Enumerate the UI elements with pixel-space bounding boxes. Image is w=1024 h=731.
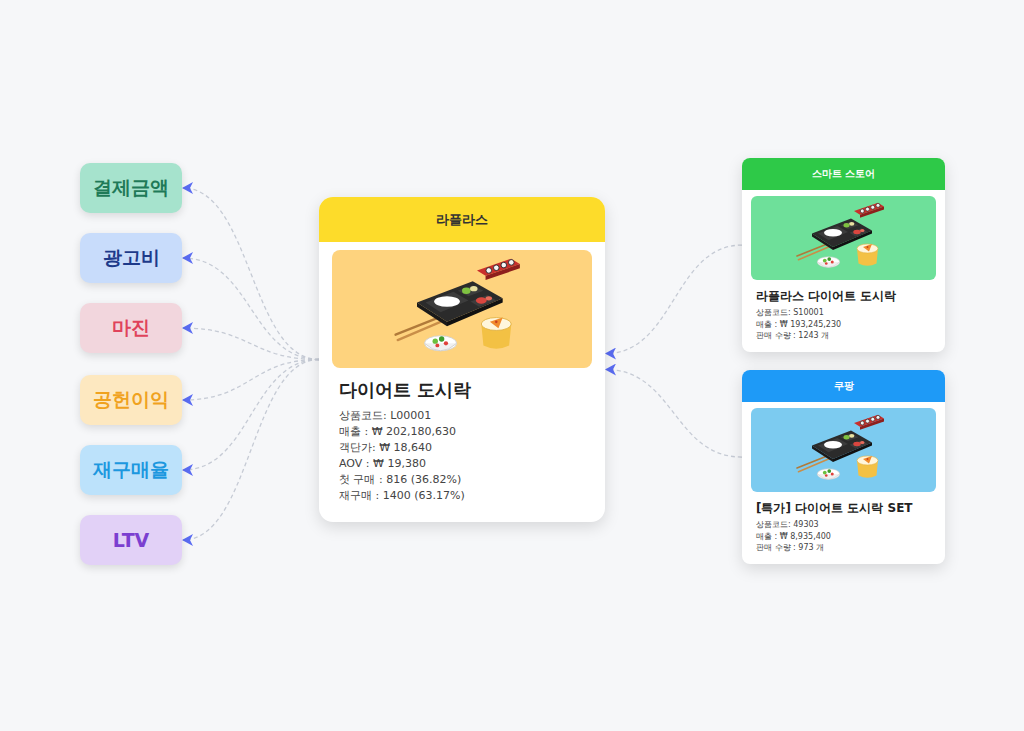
image-panel <box>751 408 936 492</box>
product-stat: 객단가: ₩ 18,640 <box>339 440 585 456</box>
flow-connector <box>606 245 742 353</box>
lunchbox-illustration <box>751 196 936 280</box>
metric-box: LTV <box>80 515 182 565</box>
metric-label: 재구매율 <box>93 457 169 483</box>
image-panel <box>751 196 936 280</box>
metric-label: 마진 <box>112 315 150 341</box>
lunchbox-illustration <box>751 408 936 492</box>
image-panel <box>332 250 592 368</box>
product-stat: 재구매 : 1400 (63.17%) <box>339 488 585 504</box>
product-stat: 첫 구매 : 816 (36.82%) <box>339 472 585 488</box>
product-stat: 판매 수량 : 1243 개 <box>756 330 931 342</box>
product-title: 라플라스 다이어트 도시락 <box>756 288 931 304</box>
card-header: 라플라스 <box>319 197 605 242</box>
flow-connector <box>183 258 319 360</box>
flow-connector <box>183 360 319 471</box>
product-stat: AOV : ₩ 19,380 <box>339 456 585 472</box>
product-stat: 판매 수량 : 973 개 <box>756 542 931 554</box>
flow-connector <box>183 328 319 360</box>
channel-name: 쿠팡 <box>834 379 854 393</box>
metric-label: 결제금액 <box>93 175 169 201</box>
product-card: 라플라스 다이어트 도시락상품코드: L00001매출 : ₩ 202,180,… <box>319 197 605 522</box>
product-card: 스마트 스토어 라플라스 다이어트 도시락상품코드: S10001매출 : ₩ … <box>742 158 945 352</box>
card-header: 쿠팡 <box>742 370 945 402</box>
product-title: 다이어트 도시락 <box>339 378 585 402</box>
product-card: 쿠팡 [특가] 다이어트 도시락 SET 상품코드: 49303매출 : ₩ 8,… <box>742 370 945 564</box>
metric-box: 광고비 <box>80 233 182 283</box>
card-body: 다이어트 도시락상품코드: L00001매출 : ₩ 202,180,630객단… <box>319 368 605 522</box>
flow-connector <box>183 360 319 541</box>
metric-box: 마진 <box>80 303 182 353</box>
product-title: [특가] 다이어트 도시락 SET <box>756 500 931 516</box>
metric-box: 공헌이익 <box>80 375 182 425</box>
flow-connector <box>606 370 742 458</box>
channel-name: 스마트 스토어 <box>812 167 875 181</box>
metric-label: 공헌이익 <box>93 387 169 413</box>
product-stat: 상품코드: S10001 <box>756 307 931 319</box>
card-header: 스마트 스토어 <box>742 158 945 190</box>
product-stat: 상품코드: L00001 <box>339 408 585 424</box>
metric-label: 광고비 <box>103 245 160 271</box>
flow-connector <box>183 188 319 360</box>
lunchbox-illustration <box>332 250 592 368</box>
metric-label: LTV <box>113 529 150 551</box>
product-stat: 매출 : ₩ 193,245,230 <box>756 319 931 331</box>
card-body: [특가] 다이어트 도시락 SET 상품코드: 49303매출 : ₩ 8,935… <box>742 492 945 564</box>
metric-box: 재구매율 <box>80 445 182 495</box>
channel-name: 라플라스 <box>436 211 488 229</box>
product-stat: 매출 : ₩ 8,935,400 <box>756 531 931 543</box>
product-stat: 상품코드: 49303 <box>756 519 931 531</box>
metric-box: 결제금액 <box>80 163 182 213</box>
product-stat: 매출 : ₩ 202,180,630 <box>339 424 585 440</box>
card-body: 라플라스 다이어트 도시락상품코드: S10001매출 : ₩ 193,245,… <box>742 280 945 352</box>
